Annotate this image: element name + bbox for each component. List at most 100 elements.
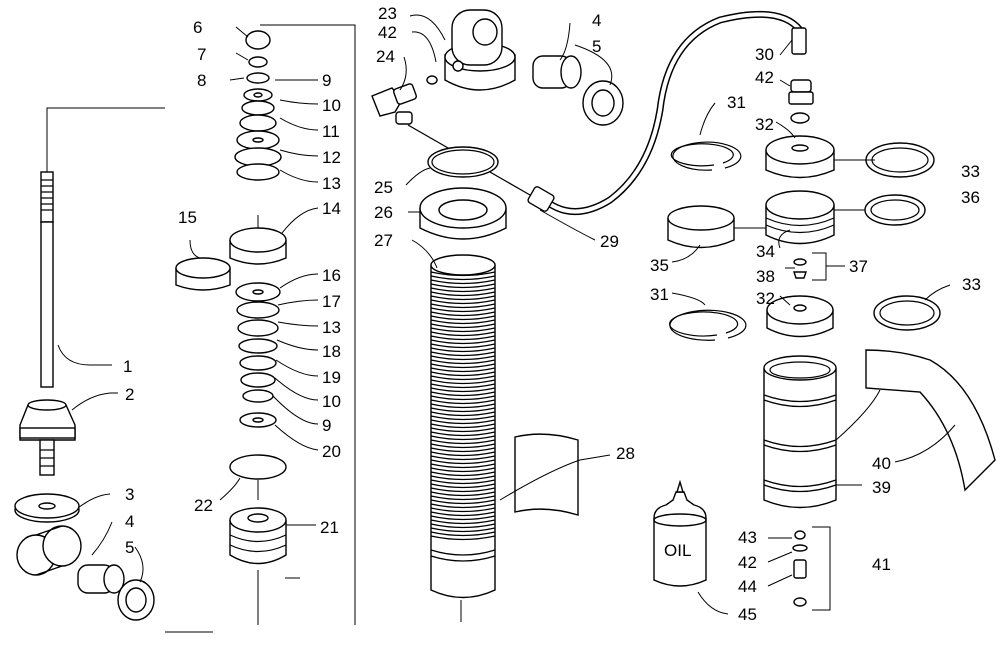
thread-line (430, 531, 496, 537)
thread-line (430, 507, 496, 513)
callout-1: 1 (123, 357, 132, 376)
shaft-bumper-part (19, 399, 76, 476)
thread-line (430, 447, 496, 453)
decal-part-40 (865, 349, 996, 492)
callout-12: 12 (322, 148, 341, 167)
valve-kit-parts (792, 526, 831, 611)
thread-line (430, 479, 496, 485)
hose-part (407, 10, 807, 215)
callout-32: 32 (755, 115, 774, 134)
thread-line (430, 471, 496, 477)
callout-20: 20 (322, 442, 341, 461)
thread-line (430, 303, 496, 309)
thread-line (430, 359, 496, 365)
thread-line (430, 335, 496, 341)
callout-10: 10 (322, 96, 341, 115)
thread-line (430, 271, 496, 277)
callout-33: 33 (961, 162, 980, 181)
thread-line (430, 431, 496, 437)
thread-line (430, 315, 496, 321)
callout-43: 43 (738, 528, 757, 547)
thread-line (430, 455, 496, 461)
callout-24: 24 (376, 47, 395, 66)
callout-3: 3 (125, 485, 134, 504)
callout-labels: 1 2 3 4 5 6 7 8 9 10 11 12 13 14 15 16 1… (123, 4, 981, 624)
thread-line (430, 351, 496, 357)
thread-line (430, 379, 496, 385)
thread-line (430, 327, 496, 333)
elbow-fitting-part (371, 83, 417, 125)
callout-14: 14 (322, 199, 341, 218)
thread-line (430, 487, 496, 493)
thread-line (430, 355, 496, 361)
callout-35: 35 (650, 256, 669, 275)
thread-line (430, 467, 496, 473)
callout-10-b: 10 (322, 392, 341, 411)
thread-line (430, 307, 496, 313)
callout-36: 36 (961, 188, 980, 207)
callout-9-b: 9 (322, 416, 331, 435)
thread-line (430, 427, 496, 433)
thread-line (430, 347, 496, 353)
thread-line (430, 295, 496, 301)
thread-line (430, 391, 496, 397)
thread-line (430, 375, 496, 381)
thread-line (430, 311, 496, 317)
thread-line (430, 363, 496, 369)
callout-13-b: 13 (322, 318, 341, 337)
callout-38: 38 (756, 267, 775, 286)
callout-19: 19 (322, 368, 341, 387)
callout-18: 18 (322, 342, 341, 361)
callout-33-b: 33 (962, 275, 981, 294)
thread-line (430, 515, 496, 521)
thread-line (430, 491, 496, 497)
callout-42: 42 (378, 23, 397, 42)
callout-37: 37 (849, 257, 868, 276)
thread-line (430, 323, 496, 329)
valve-stack (175, 30, 287, 565)
callout-4-b: 4 (592, 11, 601, 30)
thread-line (430, 519, 496, 525)
body-eye-part (426, 9, 516, 91)
callout-15: 15 (178, 208, 197, 227)
thread-line (430, 275, 496, 281)
reservoir-cap-parts (667, 79, 941, 341)
thread-line (430, 511, 496, 517)
reference-lines (46, 24, 462, 633)
callout-42-b: 42 (755, 68, 774, 87)
thread-line (430, 387, 496, 393)
callout-40: 40 (872, 454, 891, 473)
callout-28: 28 (616, 444, 635, 463)
thread-line (430, 463, 496, 469)
callout-6: 6 (193, 18, 202, 37)
thread-line (430, 403, 496, 409)
thread-line (430, 435, 496, 441)
callout-8: 8 (197, 71, 206, 90)
callout-29: 29 (600, 232, 619, 251)
thread-line (430, 299, 496, 305)
thread-line (430, 523, 496, 529)
callout-5-b: 5 (592, 37, 601, 56)
thread-line (430, 499, 496, 505)
thread-line (430, 287, 496, 293)
washer-part-3 (14, 493, 80, 523)
callout-42-c: 42 (738, 553, 757, 572)
callout-25: 25 (374, 178, 393, 197)
thread-line (430, 527, 496, 533)
callout-11: 11 (322, 122, 340, 141)
thread-line (430, 415, 496, 421)
eye-bushing-right (532, 55, 624, 126)
callout-16: 16 (322, 266, 341, 285)
callout-34: 34 (756, 242, 775, 261)
callout-32-b: 32 (756, 289, 775, 308)
seal-rings-center (419, 146, 507, 240)
cylinder-threads (430, 271, 496, 541)
thread-line (430, 495, 496, 501)
callout-2: 2 (125, 385, 134, 404)
thread-line (430, 475, 496, 481)
oil-bottle-label: OIL (664, 541, 691, 560)
callout-41: 41 (872, 555, 891, 574)
callout-23: 23 (378, 4, 397, 23)
callout-13: 13 (322, 174, 341, 193)
